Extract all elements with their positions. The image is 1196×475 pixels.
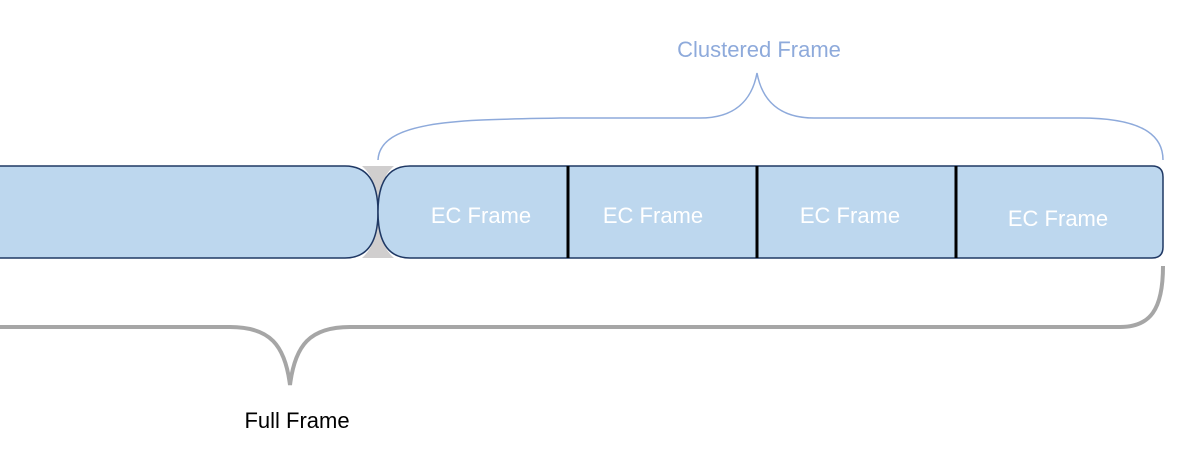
clustered-frame-brace — [377, 72, 1164, 161]
ec-frame-label: EC Frame — [603, 203, 703, 228]
full-frame-brace — [0, 265, 1165, 386]
leading-frame-segment — [0, 165, 379, 259]
full-frame-label: Full Frame — [244, 408, 349, 433]
frame-gap — [362, 166, 394, 258]
ec-frame-label: EC Frame — [431, 203, 531, 228]
clustered-frame-label: Clustered Frame — [677, 37, 841, 62]
ec-frame-label: EC Frame — [800, 203, 900, 228]
clustered-frame-block — [377, 165, 1164, 259]
ec-frame-label: EC Frame — [1008, 206, 1108, 231]
